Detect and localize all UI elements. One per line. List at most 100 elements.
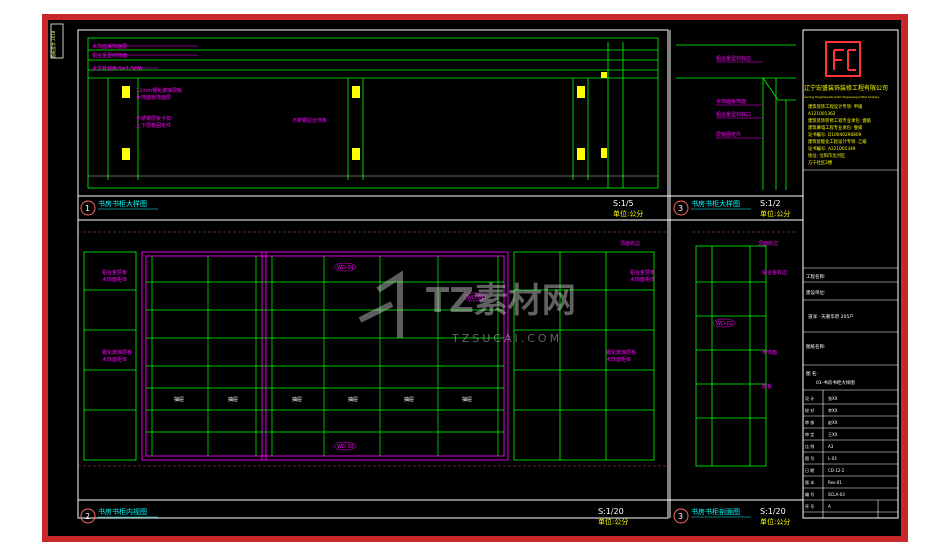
company-name-en: Liaoning Hongsheng Decoration Engineerin…: [804, 96, 880, 99]
view-title-3: 3 书房书柜大样图 S:1/2 单位:公分: [673, 199, 790, 218]
drawing-name-label: 图 名:: [806, 370, 818, 377]
svg-text:地址: 沈阳市沈河区: 地址: 沈阳市沈河区: [808, 152, 846, 159]
svg-text:A3: A3: [828, 444, 834, 449]
cad-drawing: 图纸签字 2018: [50, 23, 899, 526]
svg-text:A: A: [828, 504, 831, 509]
title-block: 辽宁宏盛装饰装修工程有限公司 Liaoning Hongsheng Decora…: [803, 41, 898, 518]
view-unit-3: 单位:公分: [760, 209, 790, 218]
svg-text:SCLA-03: SCLA-03: [828, 492, 845, 497]
view-title-3b-label: 书房书柜剖面图: [691, 507, 740, 516]
sect-right-1: 铝合金收边: [762, 269, 787, 276]
svg-text:审 定: 审 定: [805, 431, 814, 437]
svg-text:校 对: 校 对: [805, 407, 814, 413]
elev-left-4: 木饰面柜体: [102, 356, 127, 363]
svg-text:序 号: 序 号: [805, 503, 814, 509]
elev-right-1: 铝合金层板: [630, 269, 655, 276]
elev-left-1: 铝合金层板: [102, 269, 127, 276]
elev-right-2: 木饰面柜体: [630, 276, 655, 283]
tag-4: WD-02: [716, 321, 733, 327]
drawer-4: 抽屉: [348, 396, 358, 403]
note-mid3: 不锈钢层板卡扣: [136, 115, 171, 122]
svg-text:图 号: 图 号: [805, 455, 814, 461]
svg-text:版 本: 版 本: [805, 479, 814, 485]
svg-text:设 计: 设 计: [805, 395, 814, 401]
tag-1: WD-01: [337, 265, 354, 271]
svg-text:张XX: 张XX: [828, 395, 838, 401]
title-rows: 设 计 张XX 校 对 李XX 审 核 赵XX 审 定 王XX 比 例 A3 图 号 L-0…: [805, 395, 845, 509]
svg-text:编 号: 编 号: [805, 491, 814, 497]
view-unit-3b: 单位:公分: [760, 517, 790, 526]
drawing-name: 01-书房书柜大样图: [816, 379, 855, 386]
elev-top-note: 顶面收边: [620, 240, 640, 247]
sect-top-note: 顶面收边: [758, 240, 778, 247]
drawing-sheet: [48, 20, 901, 536]
view-scale-1: S:1/5: [613, 199, 634, 208]
view-title-1-label: 书房书柜大样图: [98, 199, 147, 208]
watermark-url: TZSUCAI.COM: [451, 332, 562, 345]
note-sec2: 木饰面板饰面: [716, 98, 746, 105]
drawer-6: 抽屉: [462, 396, 472, 403]
elev-left-3: 钢化玻璃层板: [102, 349, 132, 356]
svg-text:比 例: 比 例: [805, 443, 814, 449]
view-scale-3: S:1/2: [760, 199, 781, 208]
svg-text:方宁社区2楼: 方宁社区2楼: [808, 159, 833, 166]
sect-right-2: 木饰面: [762, 349, 777, 356]
tag-3: WD-03: [337, 444, 354, 450]
svg-text:A121001362: A121001362: [808, 111, 836, 117]
company-logo: [825, 41, 861, 77]
view-title-2: 2 书房书柜内视图 S:1/20 单位:公分: [80, 507, 628, 526]
svg-text:1: 1: [85, 204, 90, 213]
watermark-brand: TZ素材网: [426, 281, 576, 321]
project-name: 道洋 · 天著华府 205户: [808, 313, 854, 320]
note-top3: 木龙骨衬板 9×1.5CM: [92, 65, 142, 72]
svg-text:日 期: 日 期: [805, 467, 814, 473]
svg-text:赵XX: 赵XX: [828, 419, 838, 425]
watermark-logo-icon: [358, 270, 403, 338]
note-mid4: 上下层板固定件: [136, 122, 171, 129]
svg-text:L-03: L-03: [828, 456, 837, 461]
view-3-section: WD-02 顶面收边 铝合金收边 木饰面 层板: [692, 231, 798, 467]
view-2-elevation: 抽屉 抽屉 抽屉 抽屉 抽屉 抽屉 WD-01 WD-01 WD-03 顶面收边…: [78, 231, 668, 467]
svg-text:王XX: 王XX: [828, 432, 838, 437]
elev-left-2: 木饰面柜体: [102, 276, 127, 283]
drawer-3: 抽屉: [292, 396, 302, 403]
note-sec3: 铝合金型材收口: [716, 111, 751, 118]
svg-text:CD-12-2: CD-12-2: [828, 468, 845, 473]
note-mid2: 木饰面板饰面层: [136, 94, 171, 101]
view-unit-1: 单位:公分: [613, 209, 643, 218]
view-scale-2: S:1/20: [598, 507, 624, 516]
company-info: 建筑装饰工程设计专项: 甲级 A121001362 建筑装饰装修工程专业承包: …: [808, 103, 872, 166]
view-title-2-label: 书房书柜内视图: [98, 507, 147, 516]
svg-text:证书编号: D10040290809: 证书编号: D10040290809: [808, 131, 862, 138]
note-sec4: 层板固定件: [716, 131, 741, 138]
view-title-3b: 3 书房书柜剖面图 S:1/20 单位:公分: [673, 507, 790, 526]
drawer-2: 抽屉: [228, 396, 238, 403]
elev-right-3: 钢化玻璃层板: [606, 349, 636, 356]
note-top2: 铝合金型材饰面: [92, 52, 127, 59]
svg-text:李XX: 李XX: [828, 407, 838, 413]
project-label: 工程名称:: [806, 273, 826, 280]
svg-text:建筑装饰工程设计专项: 甲级: 建筑装饰工程设计专项: 甲级: [808, 103, 863, 110]
svg-text:建筑智能化工程设计专项: 乙级: 建筑智能化工程设计专项: 乙级: [808, 138, 867, 145]
side-stamp: 图纸签字 2018: [50, 30, 56, 58]
note-mid1: 12mm钢化玻璃层板: [136, 87, 182, 94]
note-mid5: 不锈钢拉丝饰条: [292, 117, 327, 124]
view-scale-3b: S:1/20: [760, 507, 786, 516]
view-title-3-label: 书房书柜大样图: [691, 199, 740, 208]
tag-2: WD-01: [467, 295, 484, 301]
svg-text:3: 3: [678, 204, 683, 213]
svg-text:建筑装饰装修工程专业承包: 壹级: 建筑装饰装修工程专业承包: 壹级: [808, 117, 872, 124]
drawer-5: 抽屉: [404, 396, 414, 403]
svg-text:证书编号: A221001349: 证书编号: A221001349: [808, 145, 856, 152]
owner-label: 建设单位:: [806, 289, 826, 296]
side-stamp-box: [50, 23, 64, 59]
watermark: TZ素材网 TZSUCAI.COM: [358, 270, 576, 345]
note-top1: 木饰面板饰面层: [92, 43, 127, 50]
view-title-1: 1 书房书柜大样图 S:1/5 单位:公分: [80, 199, 643, 218]
svg-text:审 核: 审 核: [805, 419, 814, 425]
svg-text:建筑幕墙工程专业承包: 壹级: 建筑幕墙工程专业承包: 壹级: [808, 124, 863, 131]
svg-text:3: 3: [678, 512, 683, 521]
view-1-detail: 木饰面板饰面层 铝合金型材饰面 木龙骨衬板 9×1.5CM 12mm钢化玻璃层板…: [87, 37, 659, 189]
sect-right-3: 层板: [762, 383, 772, 390]
company-name: 辽宁宏盛装饰装修工程有限公司: [804, 84, 888, 92]
